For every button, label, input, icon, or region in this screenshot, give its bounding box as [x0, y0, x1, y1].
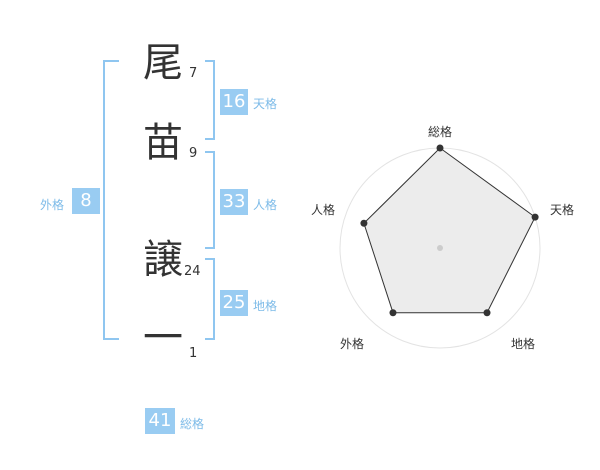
- stroke-count-2: 9: [189, 146, 198, 161]
- chikaku-badge: 25: [220, 290, 248, 316]
- stroke-count-1: 7: [189, 66, 198, 81]
- name-char-4: 一: [143, 315, 183, 361]
- radar-point: [389, 309, 397, 317]
- radar-points: [360, 144, 539, 317]
- radar-center-dot: [437, 245, 443, 251]
- tenkaku-bracket: [205, 60, 215, 140]
- name-char-1: 尾: [143, 40, 183, 86]
- radar-point: [531, 213, 539, 221]
- soukaku-label: 総格: [180, 417, 205, 431]
- gaikaku-label: 外格: [40, 198, 65, 212]
- stroke-count-3: 24: [184, 264, 201, 279]
- radar-point: [483, 309, 491, 317]
- name-char-3: 譲: [143, 237, 183, 283]
- radar-label-soukaku: 総格: [428, 125, 453, 139]
- jinkaku-badge: 33: [220, 189, 248, 215]
- soukaku-badge: 41: [145, 408, 175, 434]
- tenkaku-label: 天格: [253, 97, 278, 111]
- gaikaku-badge: 8: [72, 188, 100, 214]
- gaikaku-bracket: [103, 60, 119, 340]
- radar-polygon: [363, 147, 536, 314]
- chikaku-label: 地格: [253, 299, 278, 313]
- name-char-2: 苗: [143, 120, 183, 166]
- radar-label-gaikaku: 外格: [340, 337, 365, 351]
- jinkaku-label: 人格: [253, 198, 278, 212]
- stroke-count-4: 1: [189, 346, 198, 361]
- tenkaku-badge: 16: [220, 89, 248, 115]
- radar-point: [436, 144, 444, 152]
- radar-point: [360, 219, 368, 227]
- jinkaku-bracket: [205, 151, 215, 249]
- radar-label-chikaku: 地格: [511, 337, 536, 351]
- radar-label-tenkaku: 天格: [550, 203, 575, 217]
- radar-label-jinkaku: 人格: [311, 203, 336, 217]
- chikaku-bracket: [205, 258, 215, 340]
- radar-chart: [339, 144, 541, 349]
